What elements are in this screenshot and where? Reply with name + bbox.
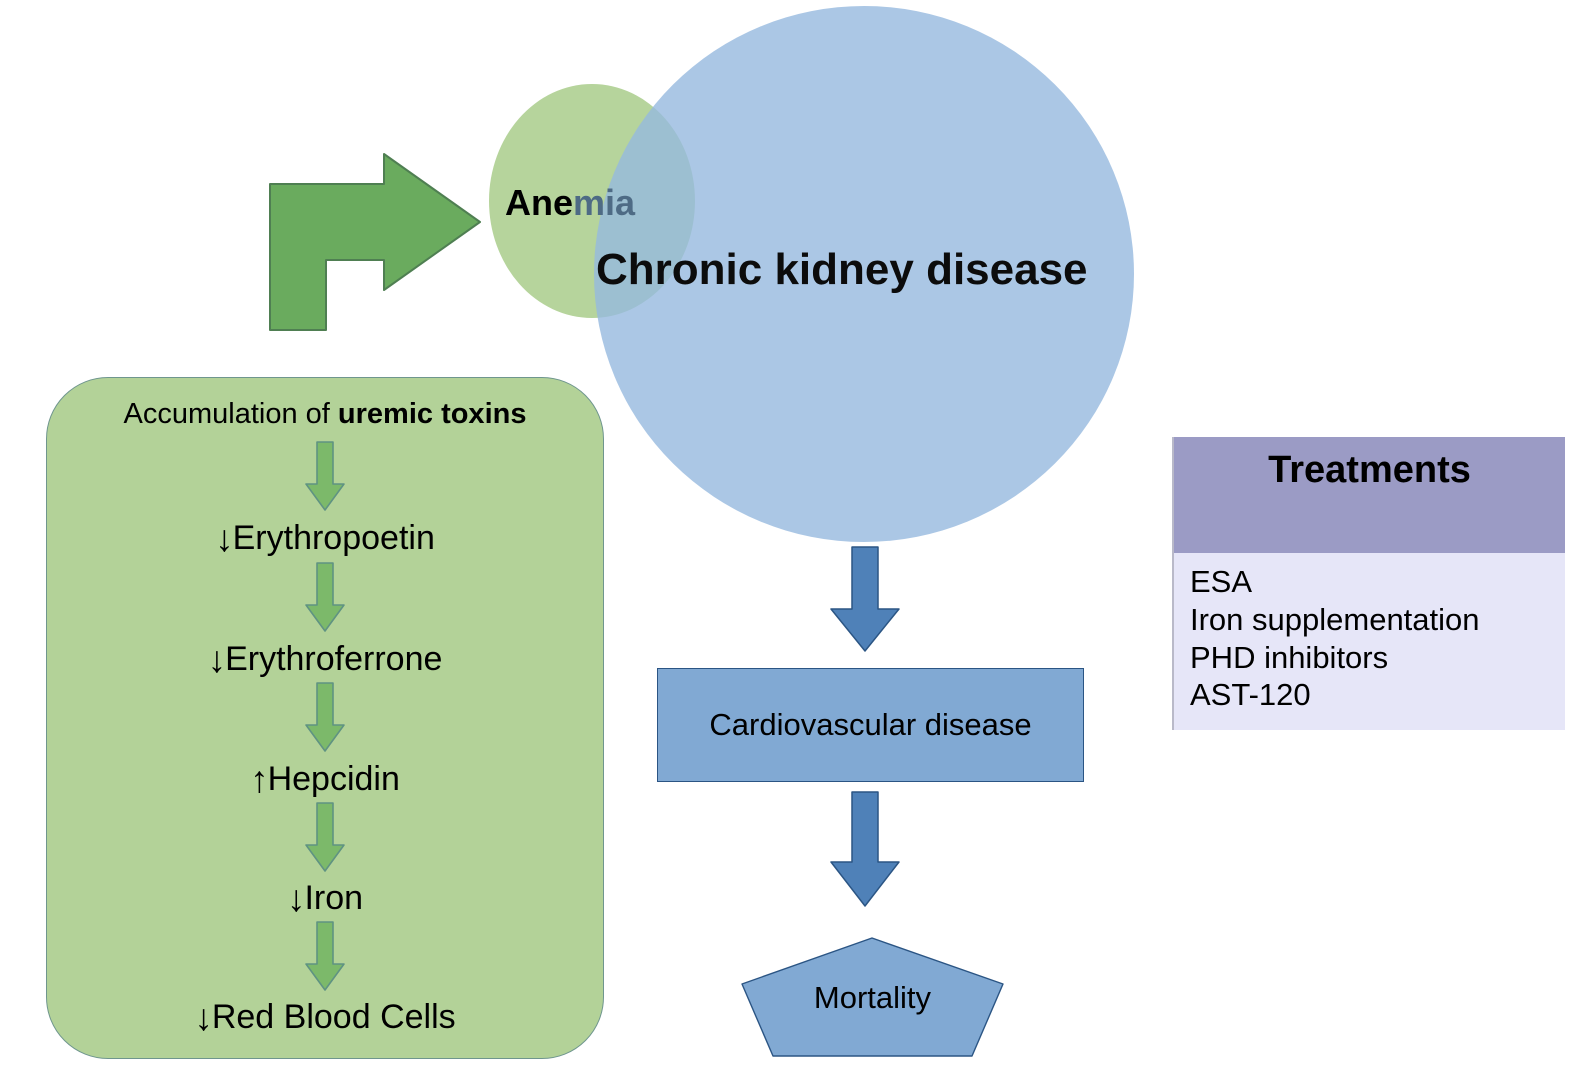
cascade-step-label: Red Blood Cells <box>211 998 456 1036</box>
uremic-toxin-cascade-box: Accumulation of uremic toxins <box>46 377 604 1059</box>
cascade-step-hepcidin: ↑Hepcidin <box>47 759 603 798</box>
chronic-kidney-disease-label: Chronic kidney disease <box>596 245 1088 294</box>
cascade-step-label: Erythropoetin <box>232 519 435 557</box>
down-arrow-icon <box>829 790 901 913</box>
treatments-table-header: Treatments <box>1174 437 1565 553</box>
down-arrow-icon <box>304 440 346 517</box>
mortality-shape <box>740 936 1005 1063</box>
cascade-step-erythropoetin: ↓Erythropoetin <box>47 518 603 557</box>
chronic-kidney-disease-circle <box>594 6 1134 542</box>
down-arrow-icon <box>304 920 346 997</box>
cardiovascular-disease-box: Cardiovascular disease <box>657 668 1084 782</box>
cascade-step-label: Hepcidin <box>267 760 400 798</box>
cascade-step-label: Iron <box>304 879 364 917</box>
cascade-title-emphasis: uremic toxins <box>337 398 527 430</box>
trend-arrow-icon: ↓ <box>215 518 233 559</box>
mortality-label: Mortality <box>813 980 932 1015</box>
trend-arrow-icon: ↑ <box>250 759 268 800</box>
cascade-step-label: Erythroferrone <box>225 640 443 678</box>
down-arrow-icon <box>304 561 346 638</box>
anemia-label-visible: Ane <box>505 182 574 223</box>
cascade-title: Accumulation of uremic toxins <box>47 398 603 431</box>
down-arrow-icon <box>829 545 901 658</box>
cascade-step-red-blood-cells: ↓Red Blood Cells <box>47 997 603 1036</box>
trend-arrow-icon: ↓ <box>207 639 226 680</box>
treatments-table-body: ESA Iron supplementation PHD inhibitors … <box>1174 553 1565 731</box>
bent-arrow-up-right-icon <box>268 152 483 337</box>
down-arrow-icon <box>304 681 346 758</box>
anemia-label-occluded: mia <box>573 182 636 223</box>
cardiovascular-disease-label: Cardiovascular disease <box>709 707 1032 742</box>
trend-arrow-icon: ↓ <box>194 997 212 1038</box>
treatment-item: Iron supplementation <box>1190 601 1480 637</box>
cascade-step-erythroferrone: ↓Erythroferrone <box>47 639 603 678</box>
treatments-table: Treatments ESA Iron supplementation PHD … <box>1172 437 1565 731</box>
trend-arrow-icon: ↓ <box>286 878 305 919</box>
down-arrow-icon <box>304 801 346 878</box>
treatment-item: ESA <box>1190 564 1253 599</box>
treatment-item: AST-120 <box>1190 677 1311 713</box>
anemia-label: Anemia <box>505 182 635 224</box>
cascade-step-iron: ↓Iron <box>47 878 603 917</box>
treatments-header-label: Treatments <box>1268 449 1471 491</box>
treatment-item: PHD inhibitors <box>1190 639 1389 675</box>
cascade-title-prefix: Accumulation of <box>123 398 338 430</box>
